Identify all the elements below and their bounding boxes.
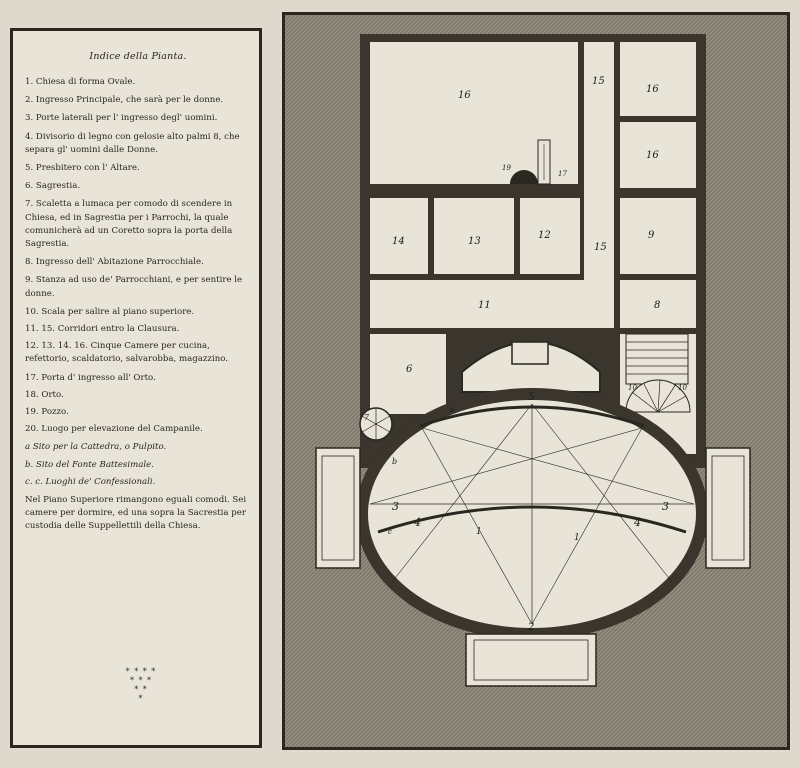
legend-item: 4. Divisorio di legno con gelosie alto p… <box>25 131 240 155</box>
label-divider-4: 4 <box>413 516 421 529</box>
legend-sub-item: a Sito per la Cattedra, o Pulpito. <box>25 442 167 453</box>
legend-item: 19. Pozzo. <box>25 407 69 418</box>
building-walls <box>360 34 706 346</box>
label-spiral-7: 7 <box>364 413 370 422</box>
legend-sub-item: c. c. Luoghi de' Confessionali. <box>25 476 156 487</box>
well-19 <box>510 139 551 185</box>
label-door-17: 17 <box>558 170 567 178</box>
spiral-stair-7 <box>359 407 393 441</box>
legend-item: 20. Luogo per elevazione del Campanile. <box>25 424 203 435</box>
label-church-1: 1 <box>574 533 580 543</box>
label-presbytery-5: 5 <box>528 392 534 403</box>
legend-item: 8. Ingresso dell' Abitazione Parrocchial… <box>25 257 204 268</box>
label-stair-10: 10 <box>628 384 637 392</box>
label-corridor-15: 15 <box>594 242 607 253</box>
legend-item: 3. Porte laterali per l' ingresso degl' … <box>25 113 218 124</box>
label-corridor-15: 15 <box>592 76 605 87</box>
label-room-16: 16 <box>458 90 471 101</box>
legend-list: 1. Chiesa di forma Ovale. 2. Ingresso Pr… <box>25 76 251 534</box>
label-room-16: 16 <box>646 150 659 161</box>
legend-item: 1. Chiesa di forma Ovale. <box>25 77 136 87</box>
legend-item: 2. Ingresso Principale, che sarà per le … <box>25 95 224 106</box>
legend-item: 5. Presbitero con l' Altare. <box>25 163 140 174</box>
decorative-stars: * * * * * * * * * * <box>125 667 157 703</box>
label-divider-4: 4 <box>633 516 641 529</box>
legend-item: 18. Orto. <box>25 389 64 400</box>
label-room-16: 16 <box>646 84 659 95</box>
label-room-13: 13 <box>468 236 481 247</box>
label-church-1: 1 <box>476 527 482 537</box>
legend-note: Nel Piano Superiore rimangono eguali com… <box>25 495 247 532</box>
oval-church <box>315 388 751 687</box>
legend-panel: Indice della Pianta. 1. Chiesa di forma … <box>10 28 262 748</box>
label-entry-8: 8 <box>654 300 660 311</box>
legend-item: 7. Scaletta a lumaca per comodo di scend… <box>25 199 233 250</box>
plan-labels: 16 16 16 15 15 17 19 14 13 12 9 11 8 6 1… <box>364 76 687 633</box>
legend-item: 12. 13. 14. 16. Cinque Camere per cucina… <box>25 341 228 365</box>
legend-sub-item: b. Sito del Fonte Battesimale. <box>25 459 154 470</box>
label-room-12: 12 <box>538 230 551 241</box>
presbytery <box>461 341 601 393</box>
label-side-door-3: 3 <box>392 500 399 513</box>
label-corridor-11: 11 <box>478 300 491 311</box>
label-confessional-c: c <box>388 528 392 536</box>
label-stair-10: 10 <box>678 384 687 392</box>
label-pulpit-a: a <box>450 405 455 414</box>
legend-item: 9. Stanza ad uso de' Parrocchiani, e per… <box>25 275 243 299</box>
legend-item: 17. Porta d' ingresso all' Orto. <box>25 372 156 383</box>
label-well-19: 19 <box>502 164 511 172</box>
label-font-b: b <box>392 457 397 466</box>
floor-plan: 16 16 16 15 15 17 19 14 13 12 9 11 8 6 1… <box>285 15 787 747</box>
label-side-door-3: 3 <box>662 500 669 513</box>
legend-title: Indice della Pianta. <box>89 51 187 62</box>
stair-10 <box>625 333 691 413</box>
label-room-14: 14 <box>392 236 405 247</box>
legend-item: 6. Sagrestia. <box>25 181 81 192</box>
label-room-9: 9 <box>648 230 655 241</box>
legend-item: 11. 15. Corridori entro la Clausura. <box>25 324 180 335</box>
legend-item: 10. Scala per salire al piano superiore. <box>25 306 195 317</box>
label-entrance-2: 2 <box>527 622 534 633</box>
label-sacristy-6: 6 <box>406 364 413 375</box>
